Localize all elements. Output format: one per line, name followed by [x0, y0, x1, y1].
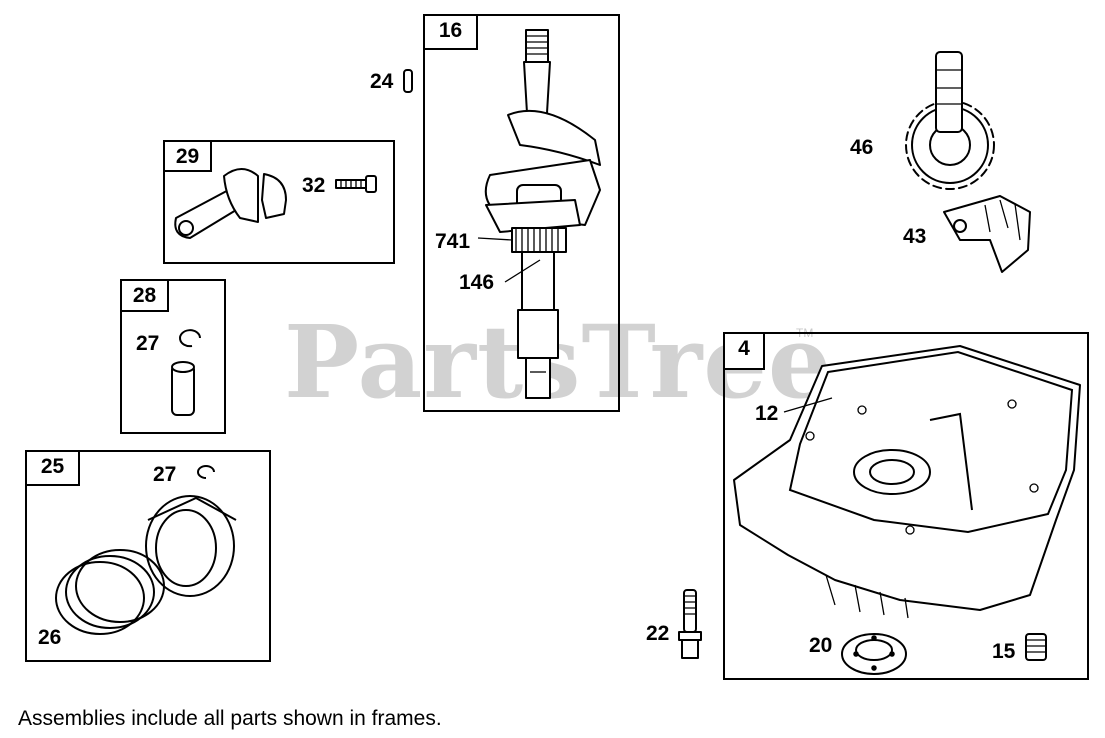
part-25-piston-drawing [55, 465, 237, 635]
part-43-bracket-drawing [943, 195, 1031, 273]
frame-label-4: 4 [723, 332, 765, 370]
assemblies-footnote: Assemblies include all parts shown in fr… [18, 707, 442, 730]
frame-label-28: 28 [120, 279, 169, 312]
frame-29-connecting-rod: 29 [163, 140, 395, 264]
part-32-bolt-drawing [335, 175, 377, 193]
frame-28-wrist-pin: 28 [120, 279, 226, 434]
callout-741[interactable]: 741 [435, 230, 471, 253]
part-4-sump-drawing [733, 345, 1081, 619]
frame-25-piston: 25 [25, 450, 271, 662]
callout-20[interactable]: 20 [809, 634, 833, 657]
part-28-wrist-pin-drawing [171, 329, 201, 416]
callout-27-pin[interactable]: 27 [136, 332, 160, 355]
part-46-cam-gear-drawing [905, 51, 995, 190]
callout-12[interactable]: 12 [755, 402, 779, 425]
part-24-pin-drawing [403, 69, 413, 93]
part-16-crankshaft-drawing [484, 29, 601, 399]
callout-15[interactable]: 15 [992, 640, 1016, 663]
callout-32[interactable]: 32 [302, 174, 326, 197]
leader-lines [477, 237, 833, 413]
frame-label-25: 25 [25, 450, 80, 486]
callout-43[interactable]: 43 [903, 225, 927, 248]
callout-146[interactable]: 146 [459, 271, 495, 294]
callout-27-piston[interactable]: 27 [153, 463, 177, 486]
frame-16-crankshaft: 16 [423, 14, 620, 412]
callout-22[interactable]: 22 [646, 622, 670, 645]
part-22-bolt-drawing [678, 589, 702, 659]
frame-label-29: 29 [163, 140, 212, 172]
part-20-seal-drawing [841, 633, 907, 675]
callout-46[interactable]: 46 [850, 136, 874, 159]
part-29-connecting-rod-drawing [174, 168, 287, 239]
callout-26[interactable]: 26 [38, 626, 62, 649]
frame-4-sump: 4 [723, 332, 1089, 680]
part-15-plug-drawing [1025, 633, 1047, 661]
frame-label-16: 16 [423, 14, 478, 50]
callout-24[interactable]: 24 [370, 70, 394, 93]
